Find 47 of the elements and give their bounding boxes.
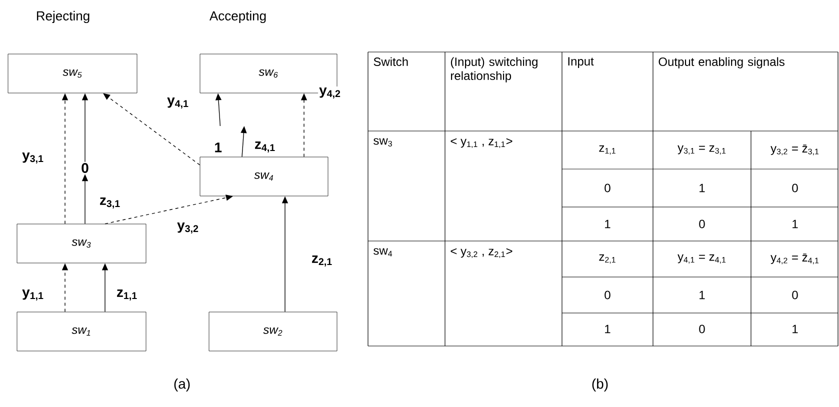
signal-value: 0: [82, 163, 88, 173]
table-entry: 1: [605, 220, 610, 228]
panel-heading: Rejecting: [36, 10, 90, 24]
table-entry: y$_{4,1}$ = z$_{4,1}$: [678, 254, 726, 264]
edge-label: y$_{3,1}$: [21, 151, 45, 165]
table-entry: 0: [792, 184, 798, 192]
switch-box: sw$_{3}$: [16, 224, 146, 264]
table-entry: z$_{1,1}$: [599, 145, 616, 155]
table-header: Input: [568, 57, 594, 68]
table-entry: 0: [604, 290, 610, 300]
edge-label: y$_{4,1}$: [166, 96, 190, 110]
switch-box: sw$_{1}$: [16, 312, 146, 352]
signal-value: 1: [215, 142, 222, 152]
table-entry: 1: [792, 220, 798, 228]
table-entry: 1: [605, 324, 610, 334]
edge-label: z$_{2,1}$: [310, 254, 334, 268]
table-entry: 0: [699, 324, 705, 334]
edge-label: y$_{1,1}$: [21, 288, 45, 302]
table-entry: 1: [700, 184, 705, 192]
table-entry: 1: [700, 290, 705, 300]
table-entry: y$_{4,2}$ = z̄$_{4,1}$: [770, 254, 819, 264]
table-header: Output enabling signals: [658, 57, 784, 68]
table-entry: 0: [604, 184, 610, 192]
switch-box: sw$_{5}$: [8, 54, 138, 94]
edge-label: y$_{3,2}$: [176, 221, 200, 235]
edge-label: y$_{4,2}$: [318, 86, 342, 100]
table-entry: 0: [699, 220, 705, 228]
edge-label: z$_{3,1}$: [98, 196, 122, 210]
table-entry: 0: [792, 290, 798, 300]
table-header: Switch: [374, 57, 408, 66]
table-entry: sw$_{3}$: [374, 138, 392, 147]
edge-label: z$_{4,1}$: [253, 140, 277, 154]
arrow: [103, 93, 200, 166]
table-entry: y$_{3,1}$ = z$_{3,1}$: [678, 145, 726, 155]
table-entry: z$_{2,1}$: [599, 254, 616, 264]
switch-box: sw$_{4}$: [200, 156, 328, 196]
table-entry: y$_{3,2}$ = z̄$_{3,1}$: [770, 144, 819, 156]
edge-label: z$_{1,1}$: [115, 288, 139, 302]
panel-caption: (b): [592, 378, 608, 392]
switch-box: sw$_{2}$: [208, 312, 338, 352]
table-entry: < y$_{1,1}$ , z$_{1,1}$>: [450, 138, 512, 148]
table-entry: < y$_{3,2}$ , z$_{2,1}$>: [450, 248, 512, 258]
table-entry: 1: [792, 324, 798, 334]
panel-heading: Accepting: [210, 10, 266, 24]
table-header: (Input) switching relationship: [450, 57, 538, 82]
panel-caption: (a): [174, 378, 190, 392]
table-entry: sw$_{4}$: [374, 248, 392, 256]
